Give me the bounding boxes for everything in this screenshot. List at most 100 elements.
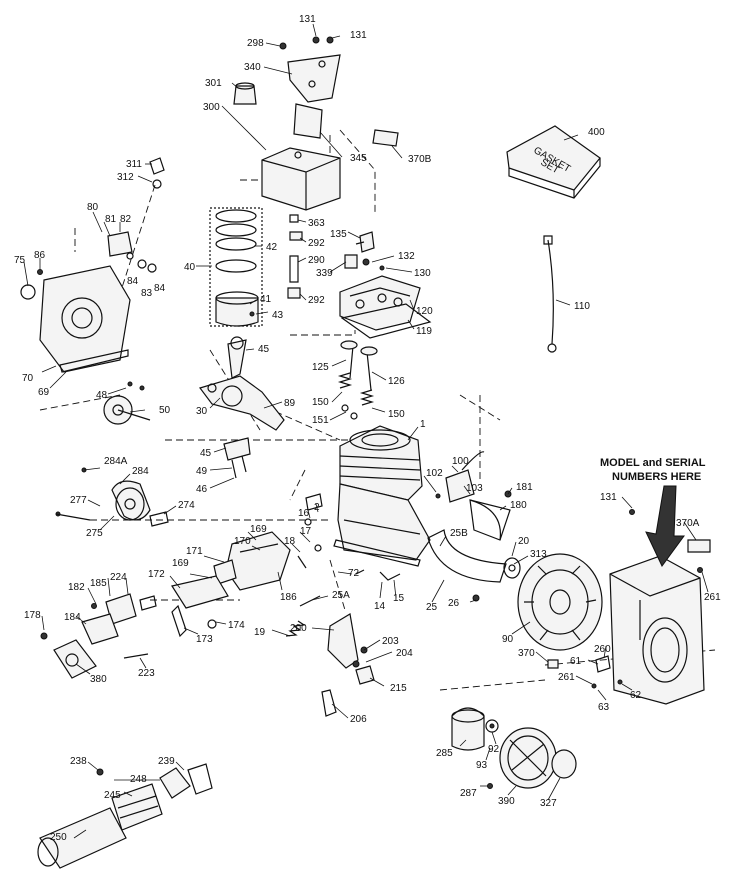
callout-119: 119 [416,326,432,337]
callout-131: 131 [350,30,367,41]
callout-86: 86 [34,250,46,261]
callout-102: 102 [426,468,443,479]
callout-239: 239 [158,756,175,767]
callout-261: 261 [558,672,575,683]
callout-labels: 131 131 298 340 301 300 345 370B 400 311… [14,14,721,843]
callout-72: 72 [348,568,360,579]
crankcase-cover [20,157,165,373]
callout-125: 125 [312,362,329,373]
callout-313: 313 [530,549,547,560]
carburetor-linkage [171,518,401,717]
callout-311: 311 [126,159,142,170]
callout-203: 203 [382,636,399,647]
callout-19: 19 [254,627,266,638]
callout-25b: 25B [450,528,468,539]
leader-lines [23,23,709,839]
callout-131: 131 [299,14,316,25]
callout-215: 215 [390,683,407,694]
callout-290: 290 [308,255,325,266]
callout-312: 312 [117,172,134,183]
callout-370: 370 [518,648,535,659]
callout-400: 400 [588,127,605,138]
callout-46: 46 [196,484,208,495]
callout-48: 48 [96,390,108,401]
callout-18: 18 [284,536,296,547]
callout-43: 43 [272,310,284,321]
callout-82: 82 [120,214,132,225]
callout-245: 245 [104,790,121,801]
callout-204: 204 [396,648,413,659]
callout-84: 84 [127,276,139,287]
callout-380: 380 [90,674,107,685]
breather-assembly [233,36,399,211]
callout-14: 14 [374,601,386,612]
callout-41: 41 [260,294,272,305]
callout-63: 63 [598,702,610,713]
callout-90: 90 [502,634,514,645]
callout-370a: 370A [676,518,700,529]
callout-132: 132 [398,251,415,262]
callout-2: 2 [314,502,320,513]
callout-80: 80 [87,202,99,213]
callout-185: 185 [90,578,107,589]
callout-284a: 284A [104,456,128,467]
callout-30: 30 [196,406,208,417]
valve-train [287,214,432,420]
intake-parts [40,593,157,679]
cylinder-block [305,425,431,567]
rod-cap [223,437,251,479]
callout-298: 298 [247,38,264,49]
callout-150: 150 [312,397,329,408]
callout-100: 100 [452,456,469,467]
callout-260: 260 [594,644,611,655]
callout-70: 70 [22,373,34,384]
callout-287: 287 [460,788,477,799]
callout-25a: 25A [332,590,350,601]
crankshaft-assembly [103,375,285,431]
callout-120: 120 [416,306,433,317]
callout-248: 248 [130,774,147,785]
blower-housing [547,509,711,705]
callout-151: 151 [312,415,329,426]
muffler-assembly [55,467,169,527]
callout-169: 169 [172,558,189,569]
callout-339: 339 [316,268,333,279]
callout-110: 110 [574,301,590,312]
callout-69: 69 [38,387,50,398]
callout-180: 180 [510,500,527,511]
callout-274: 274 [178,500,195,511]
callout-340: 340 [244,62,261,73]
callout-182: 182 [68,582,85,593]
callout-81: 81 [105,214,117,225]
callout-92: 92 [488,744,500,755]
gasket-set-box: GASKET SET [506,125,601,199]
callout-50: 50 [159,405,171,416]
callout-284: 284 [132,466,149,477]
piston-assembly [209,207,263,379]
callout-84: 84 [154,283,166,294]
callout-42: 42 [266,242,278,253]
callout-169: 169 [250,524,267,535]
callout-170: 170 [234,536,251,547]
callout-1: 1 [420,419,426,430]
callout-173: 173 [196,634,213,645]
callout-45: 45 [258,344,270,355]
callout-200: 200 [290,623,307,634]
callout-277: 277 [70,495,87,506]
callout-174: 174 [228,620,245,631]
callout-83: 83 [141,288,153,299]
callout-131: 131 [600,492,617,503]
model-serial-text-2: NUMBERS HERE [612,471,701,483]
callout-26: 26 [448,598,460,609]
callout-75: 75 [14,255,26,266]
callout-390: 390 [498,796,515,807]
callout-171: 171 [186,546,203,557]
callout-16: 16 [298,508,310,519]
flywheel [503,553,603,651]
callout-40: 40 [184,262,196,273]
callout-285: 285 [436,748,453,759]
callout-20: 20 [518,536,530,547]
callout-62: 62 [630,690,642,701]
callout-172: 172 [148,569,165,580]
callout-49: 49 [196,466,208,477]
